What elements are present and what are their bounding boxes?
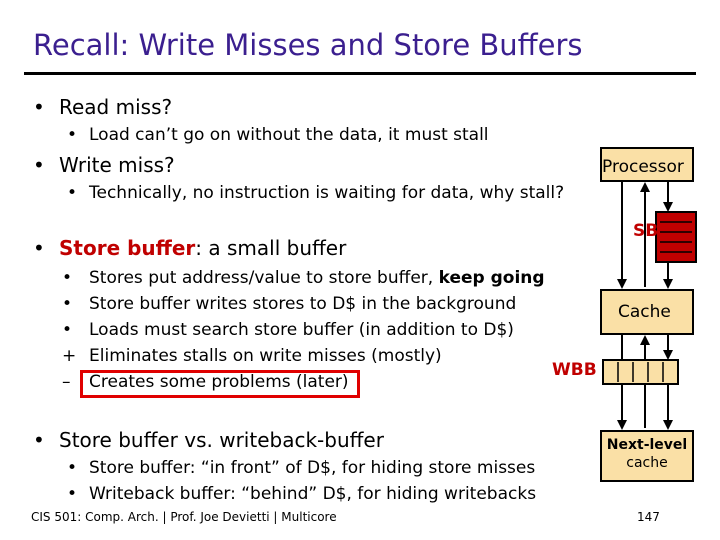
slide-title: Recall: Write Misses and Store Buffers [33, 28, 583, 62]
next-level-line: Next-level [606, 437, 688, 453]
bullet-text: Load can’t go on without the data, it mu… [89, 125, 489, 145]
wbb-label: WBB [552, 360, 597, 380]
store-buffer-desc: : a small buffer [195, 236, 347, 260]
bullet-marker: – [62, 372, 71, 392]
footer-course-info: CIS 501: Comp. Arch. | Prof. Joe Deviett… [31, 510, 337, 524]
bullet-text: Store buffer: a small buffer [59, 236, 346, 260]
page-number: 147 [637, 510, 660, 524]
cache-box [600, 289, 694, 335]
bullet-dot: • [67, 125, 78, 145]
bullet-dot: • [33, 428, 45, 452]
next-level-label: Next-level cache [600, 436, 694, 472]
bullet-text: Store buffer writes stores to D$ in the … [89, 294, 517, 314]
bullet-text: Store buffer: “in front” of D$, for hidi… [89, 458, 536, 478]
bullet-dot: • [67, 458, 78, 478]
store-buffer-term: Store buffer [59, 236, 196, 260]
title-rule [24, 72, 696, 75]
bullet-dot: • [33, 95, 45, 119]
bullet-text: Writeback buffer: “behind” D$, for hidin… [89, 484, 537, 504]
sb-label: SB [633, 221, 659, 241]
bullet-dot: • [67, 183, 78, 203]
bullet-text: Read miss? [59, 95, 173, 119]
bullet-text: Loads must search store buffer (in addit… [89, 320, 514, 340]
bullet-dot: • [33, 153, 45, 177]
bullet-text: Write miss? [59, 153, 175, 177]
cache-label: Cache [618, 302, 671, 322]
bullet-dot: • [33, 236, 45, 260]
next-level-line: cache [626, 455, 668, 471]
problems-callout-box [80, 370, 360, 398]
bullet-marker: • [62, 268, 73, 288]
processor-box [600, 147, 694, 182]
bullet-marker: + [62, 346, 77, 366]
wbb-buffer [602, 359, 679, 385]
bullet-marker: • [62, 294, 73, 314]
bullet-text: Technically, no instruction is waiting f… [89, 183, 565, 203]
bullet-text: Store buffer vs. writeback-buffer [59, 428, 384, 452]
sb-buffer [655, 211, 697, 263]
bullet-text: Eliminates stalls on write misses (mostl… [89, 346, 442, 366]
bullet-text: Creates some problems (later) [89, 372, 349, 392]
bullet-dot: • [67, 484, 78, 504]
next-level-box [600, 430, 694, 482]
processor-label: Processor [602, 157, 684, 177]
keep-going-emphasis: keep going [438, 268, 545, 288]
sb-item-text: Stores put address/value to store buffer… [89, 268, 439, 288]
bullet-marker: • [62, 320, 73, 340]
bullet-text: Stores put address/value to store buffer… [89, 268, 545, 288]
